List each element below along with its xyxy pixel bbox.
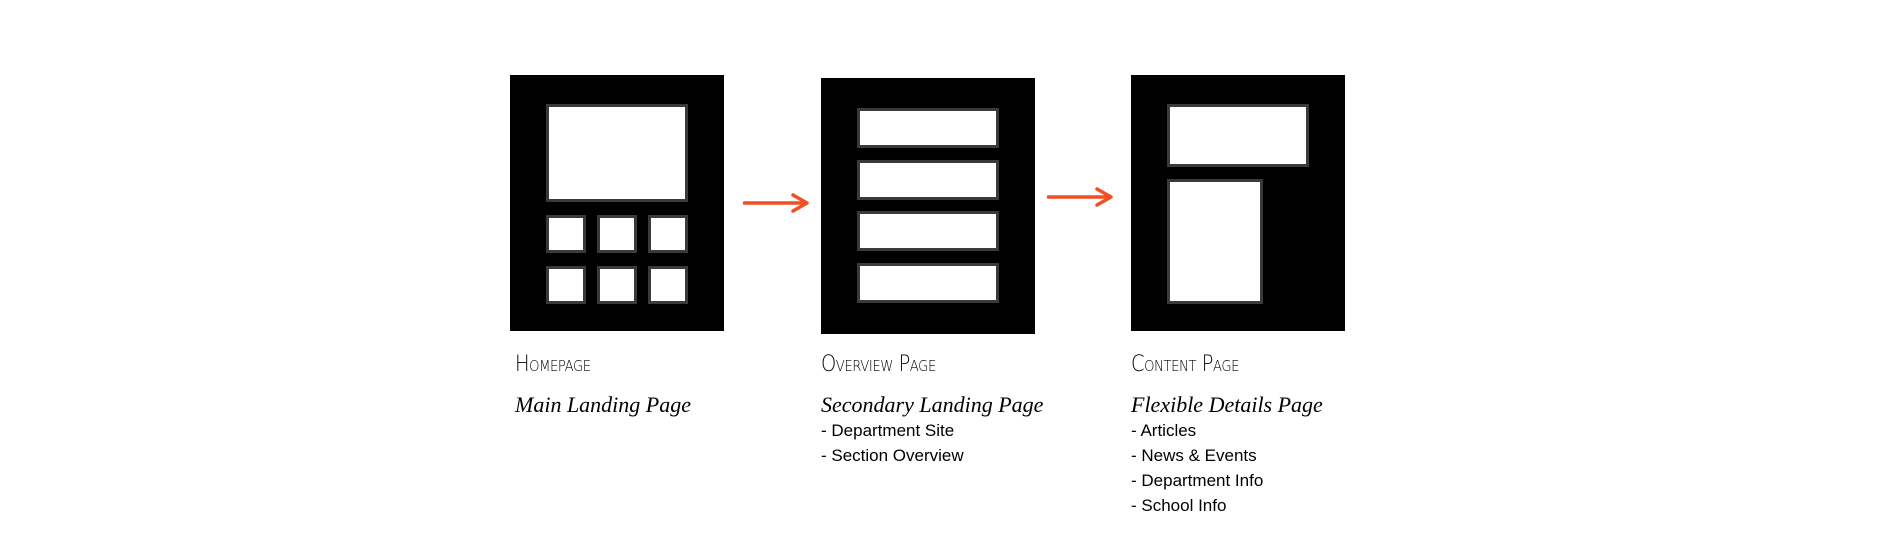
page-subtitle: Flexible Details Page xyxy=(1131,392,1323,417)
grid-tile xyxy=(597,215,637,253)
list-row-block xyxy=(857,211,999,251)
list-row-block xyxy=(857,263,999,303)
content-page-description: Content Page Flexible Details Page - Art… xyxy=(1131,352,1323,518)
overview-page-description: Overview Page Secondary Landing Page - D… xyxy=(821,352,1043,468)
main-content-block xyxy=(1167,179,1263,304)
list-row-block xyxy=(857,108,999,148)
content-page-wireframe xyxy=(1131,75,1345,331)
homepage-wireframe xyxy=(510,75,724,331)
page-title: Content Page xyxy=(1131,352,1240,377)
list-item: - Articles xyxy=(1131,421,1197,440)
grid-tile xyxy=(597,266,637,304)
list-item: - School Info xyxy=(1131,496,1227,515)
grid-tile xyxy=(648,215,688,253)
list-item: - Department Site xyxy=(821,421,955,440)
page-type-list: - Department Site - Section Overview xyxy=(821,418,1043,468)
hero-block xyxy=(546,104,688,202)
overview-page-wireframe xyxy=(821,78,1035,334)
list-item: - News & Events xyxy=(1131,446,1257,465)
header-block xyxy=(1167,104,1309,167)
page-subtitle: Secondary Landing Page xyxy=(821,392,1044,417)
page-title: Homepage xyxy=(515,352,591,377)
list-item: - Section Overview xyxy=(821,446,964,465)
grid-tile xyxy=(546,266,586,304)
page-title: Overview Page xyxy=(821,352,936,377)
grid-tile xyxy=(546,215,586,253)
homepage-description: Homepage Main Landing Page xyxy=(515,352,691,418)
grid-tile xyxy=(648,266,688,304)
list-item: - Department Info xyxy=(1131,471,1264,490)
arrow-right-icon xyxy=(1047,187,1113,207)
page-subtitle: Main Landing Page xyxy=(515,392,691,417)
page-type-list: - Articles - News & Events - Department … xyxy=(1131,418,1323,518)
list-row-block xyxy=(857,160,999,200)
arrow-right-icon xyxy=(743,193,809,213)
